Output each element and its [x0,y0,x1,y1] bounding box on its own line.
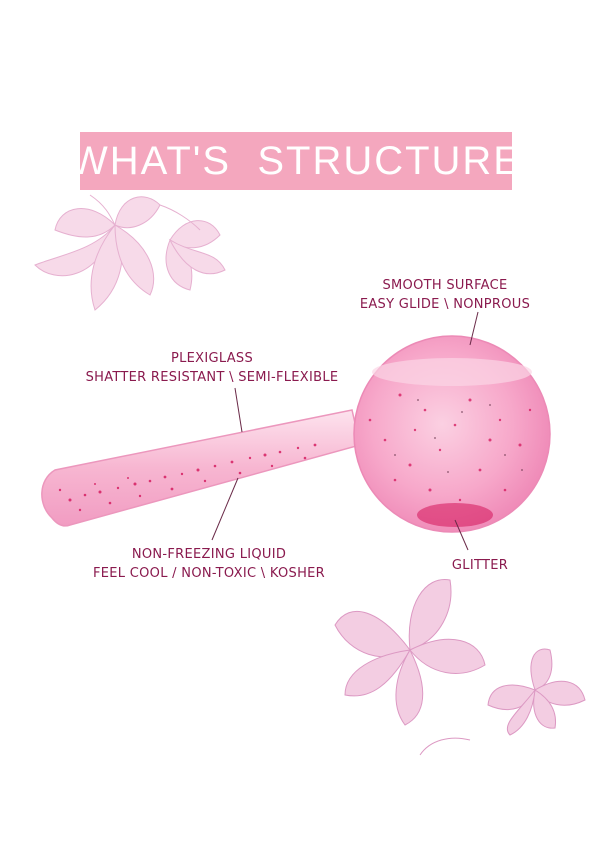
leader-plexiglass [234,387,243,433]
label-glitter-line1: GLITTER [451,558,509,573]
title-banner: WHAT'S STRUCTURE [70,132,520,190]
label-glitter: GLITTER [440,556,520,575]
label-liquid-line2: FEEL COOL / NON-TOXIC \ KOSHER [92,566,325,581]
label-non-freezing-liquid: NON-FREEZING LIQUID FEEL COOL / NON-TOXI… [84,545,334,583]
label-surface-line1: SMOOTH SURFACE [382,278,508,293]
label-smooth-surface: SMOOTH SURFACE EASY GLIDE \ NONPROUS [345,276,545,314]
label-plexiglass: PLEXIGLASS SHATTER RESISTANT \ SEMI-FLEX… [84,349,340,387]
leader-liquid [211,477,239,541]
label-liquid-line1: NON-FREEZING LIQUID [131,547,287,562]
label-plexiglass-line1: PLEXIGLASS [170,351,254,366]
label-plexiglass-line2: SHATTER RESISTANT \ SEMI-FLEXIBLE [85,370,339,385]
label-surface-line2: EASY GLIDE \ NONPROUS [359,297,531,312]
flower-decoration-bottom-right [334,578,586,756]
flower-decoration-top-left [34,194,226,311]
leader-glitter [454,519,469,551]
leader-surface [469,311,479,346]
leader-lines [211,311,479,551]
page-title: WHAT'S STRUCTURE [70,138,522,183]
roller-handle [41,409,361,527]
roller-globe [353,335,551,533]
